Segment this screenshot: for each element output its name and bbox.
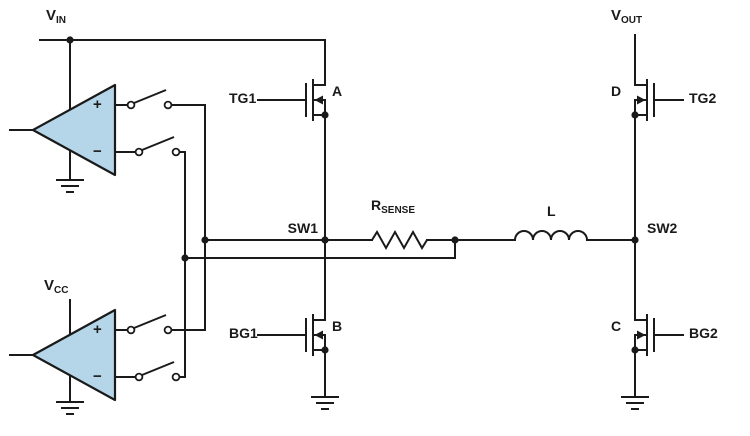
vin-rail-wire [39,39,326,113]
mosfet-c-symbol [634,314,684,356]
ground-symbol-left-bridge [311,396,339,410]
mosfet-d-label: D [611,83,622,99]
ground-symbol-opamp-top [56,179,84,193]
mosfet-a-symbol [257,79,326,121]
switch-top-plus [126,89,206,110]
vcc-label: VCC [44,277,69,296]
ground-symbol-right-bridge [621,396,649,410]
tg2-label: TG2 [689,90,717,106]
bg2-label: BG2 [689,325,718,341]
switch-top-minus [134,136,186,157]
mosfet-c-label: C [611,318,622,334]
inductor-symbol [514,230,588,241]
rsense-label: RSENSE [371,197,416,216]
vin-label: VIN [46,7,67,26]
opamp-bottom-symbol [31,308,137,402]
inductor-label: L [547,203,556,219]
opamp-top-plus-label: + [93,96,102,113]
bg1-label: BG1 [229,325,258,341]
tg1-label: TG1 [229,90,257,106]
junction-dots [66,36,639,354]
sw2-label: SW2 [647,220,678,236]
opamp-top-minus-label: − [93,143,102,160]
switch-bottom-minus [134,361,186,382]
sense-bus-vertical-wires [184,104,206,378]
mosfet-d-symbol [634,79,684,121]
sw1-label: SW1 [287,220,318,236]
switch-bottom-plus [126,314,206,335]
rsense-resistor-symbol [371,229,428,251]
opamp-top-wires [9,129,71,181]
vout-label: VOUT [611,7,643,26]
opamp-bottom-plus-label: + [93,321,102,338]
ground-symbol-opamp-bottom [56,401,84,415]
mosfet-b-label: B [332,318,343,334]
mosfet-a-label: A [332,83,343,99]
kelvin-sense-bus-wire [184,239,456,259]
opamp-bottom-minus-label: − [93,368,102,385]
mosfet-b-symbol [257,314,326,356]
opamp-top-symbol [31,83,137,177]
opamp-bottom-wires [9,354,71,403]
